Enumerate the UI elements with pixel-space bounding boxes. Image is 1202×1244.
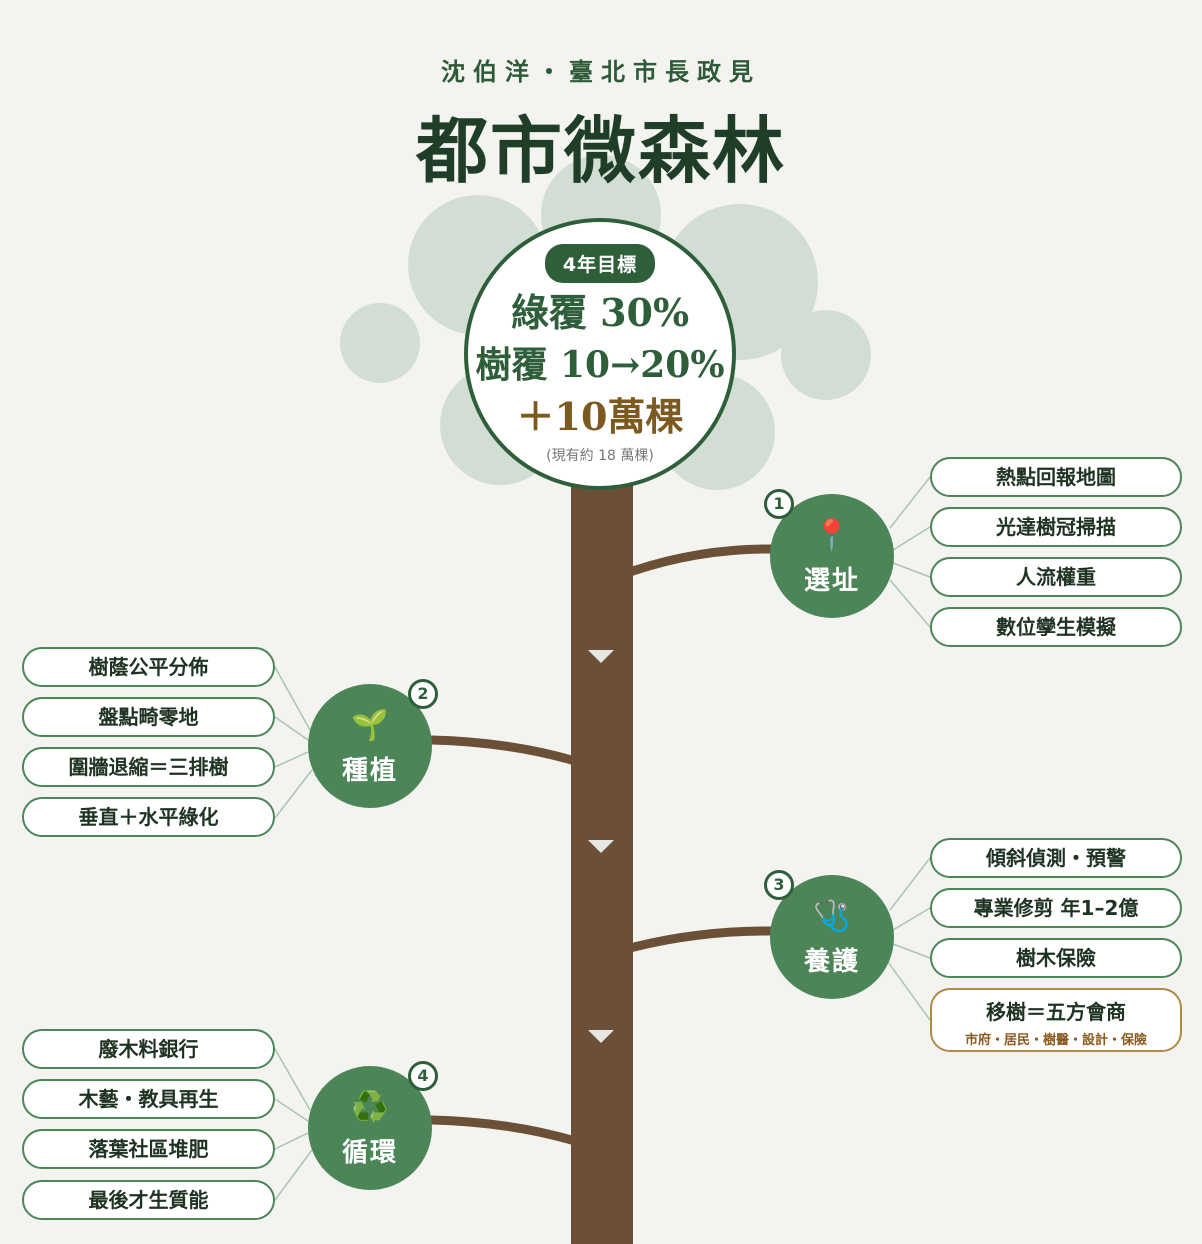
branch-node-maintenance: 🩺 養護	[770, 875, 894, 999]
goal-note: (現有約 18 萬棵)	[546, 448, 654, 464]
goal-badge: 4年目標	[544, 244, 656, 283]
down-arrow-icon	[588, 650, 614, 663]
highlight-sub: 市府・居民・樹醫・設計・保險	[964, 1033, 1147, 1048]
page-title: 都市微森林	[415, 108, 786, 193]
branch-label: 種植	[341, 756, 398, 786]
branch-item: 樹木保險	[930, 938, 1182, 978]
branch-item: 熱點回報地圖	[930, 457, 1182, 497]
subtitle: 沈伯洋・臺北市長政見	[441, 58, 761, 86]
branch-item: 專業修剪 年1–2億	[930, 888, 1182, 928]
branch-item: 樹蔭公平分佈	[22, 647, 275, 687]
recycle-icon: ♻️	[351, 1090, 389, 1125]
branch-number-badge: 4	[408, 1061, 438, 1091]
branch-item: 圍牆退縮＝三排樹	[22, 747, 275, 787]
down-arrow-icon	[588, 1030, 614, 1043]
branches	[427, 544, 780, 1146]
branch-item: 廢木料銀行	[22, 1029, 275, 1069]
down-arrow-icon	[588, 840, 614, 853]
highlight-main: 移樹＝五方會商	[986, 1000, 1126, 1024]
map-pin-icon: 📍	[813, 518, 851, 553]
stethoscope-icon: 🩺	[813, 899, 851, 934]
branch-label: 養護	[803, 947, 860, 977]
branch-number-badge: 1	[764, 489, 794, 519]
branch-label: 循環	[341, 1138, 398, 1168]
branch-item: 光達樹冠掃描	[930, 507, 1182, 547]
branch-node-site-selection: 📍 選址	[770, 494, 894, 618]
branch-label: 選址	[803, 566, 860, 596]
branch-item: 盤點畸零地	[22, 697, 275, 737]
goal-tree-count: ＋10萬棵	[516, 394, 684, 439]
goal-circle: 4年目標 綠覆 30% 樹覆 10→20% ＋10萬棵 (現有約 18 萬棵)	[464, 218, 736, 490]
seedling-icon: 🌱	[351, 708, 389, 743]
highlight-item: 移樹＝五方會商 市府・居民・樹醫・設計・保險	[930, 988, 1182, 1052]
branch-item: 數位孿生模擬	[930, 607, 1182, 647]
branch-item: 落葉社區堆肥	[22, 1129, 275, 1169]
arrow-markers	[588, 650, 614, 1043]
branch-number-badge: 2	[408, 679, 438, 709]
branch-item: 垂直＋水平綠化	[22, 797, 275, 837]
branch-node-planting: 🌱 種植	[308, 684, 432, 808]
branch-item: 傾斜偵測・預警	[930, 838, 1182, 878]
branch-item: 最後才生質能	[22, 1180, 275, 1220]
goal-tree-cover: 樹覆 10→20%	[475, 344, 725, 386]
branch-item: 人流權重	[930, 557, 1182, 597]
connectors	[274, 476, 931, 1201]
branch-node-circulation: ♻️ 循環	[308, 1066, 432, 1190]
trunk	[571, 470, 633, 1244]
branch-item: 木藝・教具再生	[22, 1079, 275, 1119]
goal-green-cover: 綠覆 30%	[510, 290, 690, 335]
branch-number-badge: 3	[764, 870, 794, 900]
